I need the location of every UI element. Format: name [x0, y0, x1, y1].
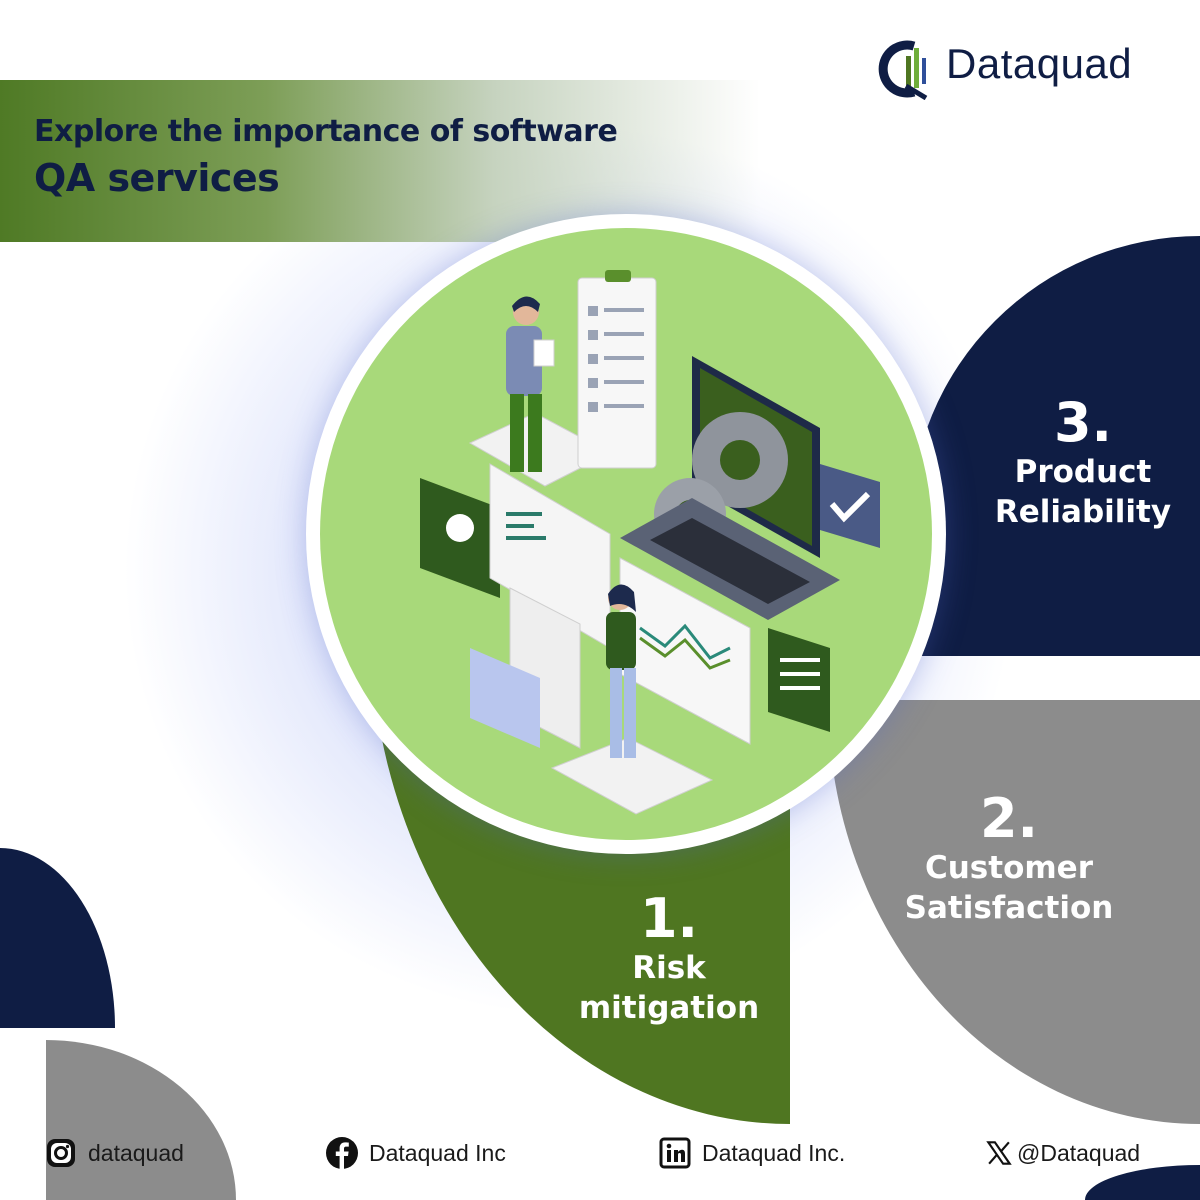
instagram-icon [47, 1139, 75, 1167]
social-linkedin[interactable]: Dataquad Inc. [658, 1133, 845, 1173]
headline: Explore the importance of software QA se… [34, 112, 618, 204]
grey-left-shape [46, 1040, 236, 1200]
social-x[interactable]: @Dataquad [985, 1133, 1140, 1173]
social-instagram[interactable]: dataquad [44, 1133, 184, 1173]
point-1-label-line-2: mitigation [578, 990, 760, 1026]
point-customer-satisfaction: 2. Customer Satisfaction [880, 790, 1138, 928]
point-1-number: 1. [639, 887, 699, 950]
point-3-number: 3. [1053, 391, 1113, 454]
linkedin-handle: Dataquad Inc. [702, 1139, 846, 1166]
point-3-label-line-1: Product [1014, 454, 1152, 490]
point-1-label-line-1: Risk [632, 950, 706, 986]
qa-team-testing-illustration-icon [420, 270, 880, 815]
headline-line-1: Explore the importance of software [34, 114, 618, 149]
point-2-label-line-2: Satisfaction [904, 890, 1114, 926]
x-icon [986, 1141, 1012, 1165]
instagram-handle: dataquad [88, 1139, 184, 1166]
illustration-circle-fill [320, 228, 932, 840]
point-3-label-line-2: Reliability [994, 494, 1172, 530]
point-2-label-line-1: Customer [924, 850, 1093, 886]
x-handle: @Dataquad [1017, 1139, 1141, 1166]
dataquad-logo: Dataquad [878, 34, 1178, 104]
illustration-circle [306, 214, 946, 854]
logo-text: Dataquad [946, 40, 1133, 87]
navy-left-shape [0, 848, 115, 1028]
headline-line-2: QA services [34, 156, 280, 200]
point-product-reliability: 3. Product Reliability [975, 394, 1191, 532]
social-facebook[interactable]: Dataquad Inc [325, 1133, 506, 1173]
facebook-handle: Dataquad Inc [369, 1139, 506, 1166]
facebook-icon [326, 1137, 358, 1169]
linkedin-icon [659, 1137, 691, 1169]
point-2-number: 2. [979, 787, 1039, 850]
point-risk-mitigation: 1. Risk mitigation [545, 890, 793, 1028]
logo-mark-icon [878, 40, 928, 100]
